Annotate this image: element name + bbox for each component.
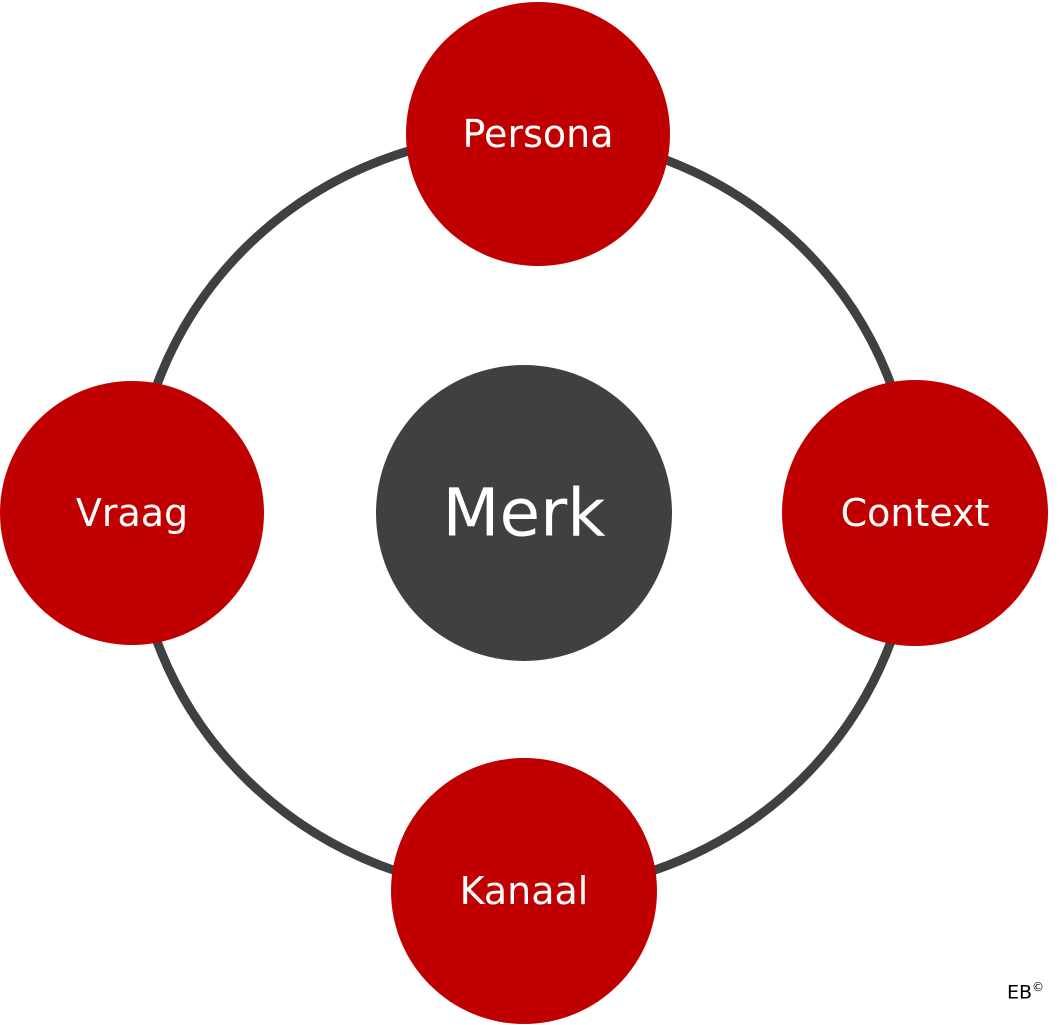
node-circle [391,758,657,1024]
node-persona: Persona [406,2,670,266]
node-kanaal: Kanaal [391,758,657,1024]
author-initials: EB [1007,981,1033,1004]
node-circle [0,381,264,645]
node-label: Vraag [76,491,188,535]
node-label: Context [841,491,990,535]
center-circle-merk [376,365,672,661]
node-label: Kanaal [460,869,589,913]
node-circle [406,2,670,266]
node-circle [782,380,1048,646]
node-context: Context [782,380,1048,646]
node-vraag: Vraag [0,381,264,645]
node-label: Persona [463,112,614,156]
center-label: Merk [443,475,607,552]
copyright-symbol: © [1032,980,1045,994]
copyright-mark: EB© [1007,980,1044,1003]
